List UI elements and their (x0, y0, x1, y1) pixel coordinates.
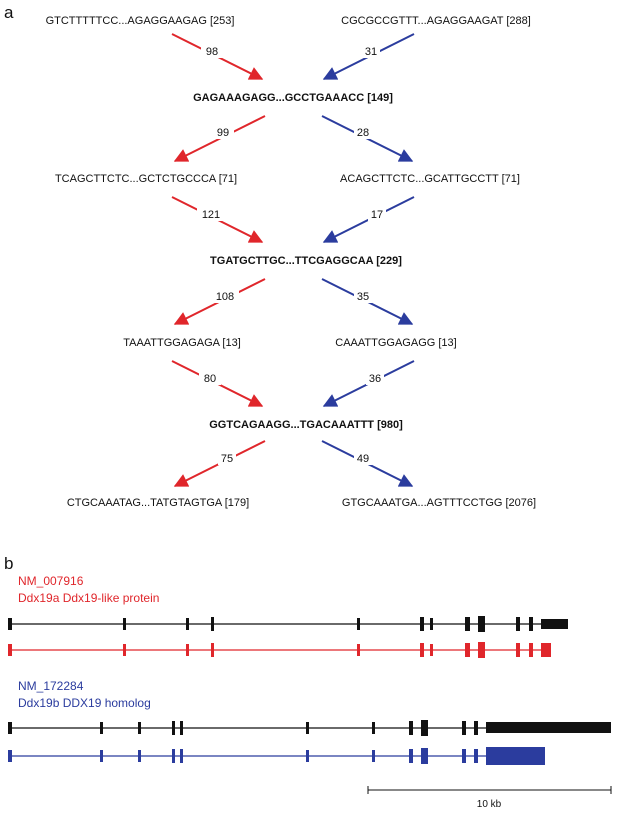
sequence-node: CTGCAAATAG...TATGTAGTGA [179] (67, 497, 249, 509)
arrow-count: 75 (221, 453, 233, 465)
arrow-count: 35 (357, 291, 369, 303)
transcript-description: Ddx19b DDX19 homolog (18, 696, 151, 710)
arrow-count: 108 (216, 291, 234, 303)
sequence-node: TAAATTGGAGAGA [13] (123, 337, 241, 349)
sequence-node-bold: GAGAAAGAGG...GCCTGAAACC [149] (193, 92, 393, 104)
arrow-count: 99 (217, 127, 229, 139)
transcript-description: Ddx19a Ddx19-like protein (18, 591, 159, 605)
sequence-node: GTCTTTTTCC...AGAGGAAGAG [253] (46, 15, 235, 27)
sequence-node: GTGCAAATGA...AGTTTCCTGG [2076] (342, 497, 536, 509)
arrow-count-labels: 98 31 99 28 121 17 108 35 80 36 75 49 (197, 45, 386, 465)
transcript-accession: NM_172284 (18, 679, 84, 693)
panel-a: a GTCTTTTTCC...AGAGGAAGAG [253] CGCGCCGT… (4, 3, 536, 509)
arrow-count: 49 (357, 453, 369, 465)
arrow-count: 17 (371, 209, 383, 221)
transcript-accession: NM_007916 (18, 574, 84, 588)
gene-model-blue-ddx19b (8, 747, 545, 765)
sequence-node: CAAATTGGAGAGG [13] (335, 337, 456, 349)
panel-b-label: b (4, 554, 13, 573)
panel-b: b NM_007916 Ddx19a Ddx19-like protein (4, 554, 612, 810)
arrow-count: 36 (369, 373, 381, 385)
gene-model-black-ddx19b (8, 720, 611, 736)
sequence-node: TCAGCTTCTC...GCTCTGCCCA [71] (55, 173, 237, 185)
scale-bar: 10 kb (367, 786, 612, 810)
sequence-node-bold: GGTCAGAAGG...TGACAAATTT [980] (209, 419, 403, 431)
arrow-count: 31 (365, 46, 377, 58)
arrow-count: 28 (357, 127, 369, 139)
sequence-node: CGCGCCGTTT...AGAGGAAGAT [288] (341, 15, 531, 27)
gene-model-red-ddx19a (8, 642, 551, 658)
scale-bar-label: 10 kb (477, 799, 502, 810)
arrow-count: 98 (206, 46, 218, 58)
panel-a-label: a (4, 3, 14, 22)
arrow-count: 80 (204, 373, 216, 385)
sequence-node: ACAGCTTCTC...GCATTGCCTT [71] (340, 173, 520, 185)
arrow-count: 121 (202, 209, 220, 221)
sequence-node-bold: TGATGCTTGC...TTCGAGGCAA [229] (210, 255, 402, 267)
gene-model-black-ddx19a (8, 616, 568, 632)
